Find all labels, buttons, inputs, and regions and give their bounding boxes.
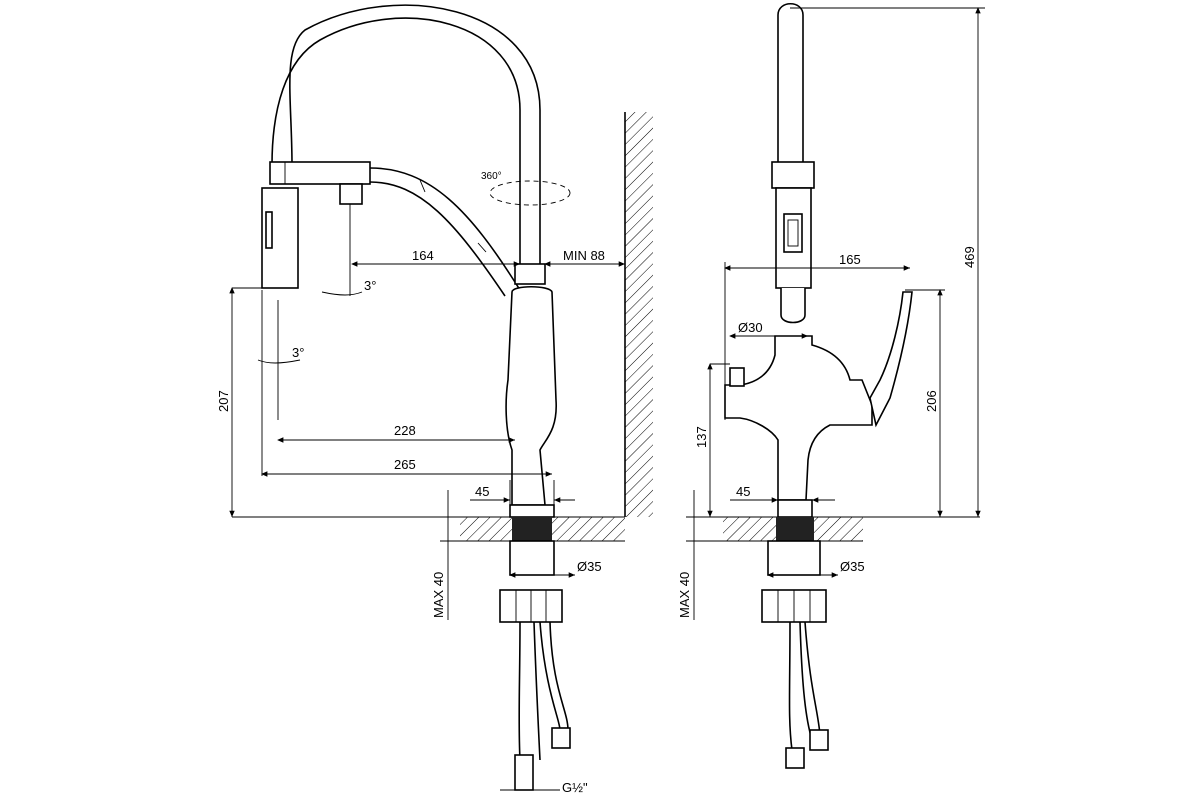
dim-g-half: G½" <box>562 780 588 795</box>
dim-469: 469 <box>962 246 977 268</box>
swivel-indicator <box>489 180 571 206</box>
dim-min-88: MIN 88 <box>563 248 605 263</box>
dim-spray-angle: 3° <box>292 345 304 360</box>
spout-arch <box>271 17 521 264</box>
dim-228: 228 <box>394 423 416 438</box>
dim-206: 206 <box>924 390 939 412</box>
dim-45-front: 45 <box>475 484 489 499</box>
dim-handle-angle: 3° <box>364 278 376 293</box>
flexible-hose <box>369 167 521 291</box>
dim-45-side: 45 <box>736 484 750 499</box>
flexible-hose-inner <box>369 181 506 297</box>
dim-137: 137 <box>694 426 709 448</box>
wall <box>624 112 653 517</box>
dim-164: 164 <box>412 248 434 263</box>
dim-max-40-front: MAX 40 <box>431 572 446 618</box>
faucet-body-side <box>724 291 913 518</box>
spout-arch-inner <box>289 4 541 264</box>
dim-265: 265 <box>394 457 416 472</box>
faucet-body-front <box>505 263 557 518</box>
dim-35-front: Ø35 <box>577 559 602 574</box>
countertop-front <box>232 516 625 542</box>
side-view: 165 Ø30 137 206 469 45 MAX 40 Ø35 <box>677 2 985 769</box>
dim-max-40-side: MAX 40 <box>677 572 692 618</box>
dim-35-side: Ø35 <box>840 559 865 574</box>
dim-207: 207 <box>216 390 231 412</box>
swivel-label: 360° <box>481 171 502 182</box>
spray-head <box>261 161 371 296</box>
front-view: 360° 164 MIN 88 3° <box>216 4 653 795</box>
underdeck-side <box>761 517 829 769</box>
dim-165: 165 <box>839 252 861 267</box>
underdeck-front <box>499 517 571 791</box>
dim-30: Ø30 <box>738 320 763 335</box>
spout-side <box>771 2 815 324</box>
